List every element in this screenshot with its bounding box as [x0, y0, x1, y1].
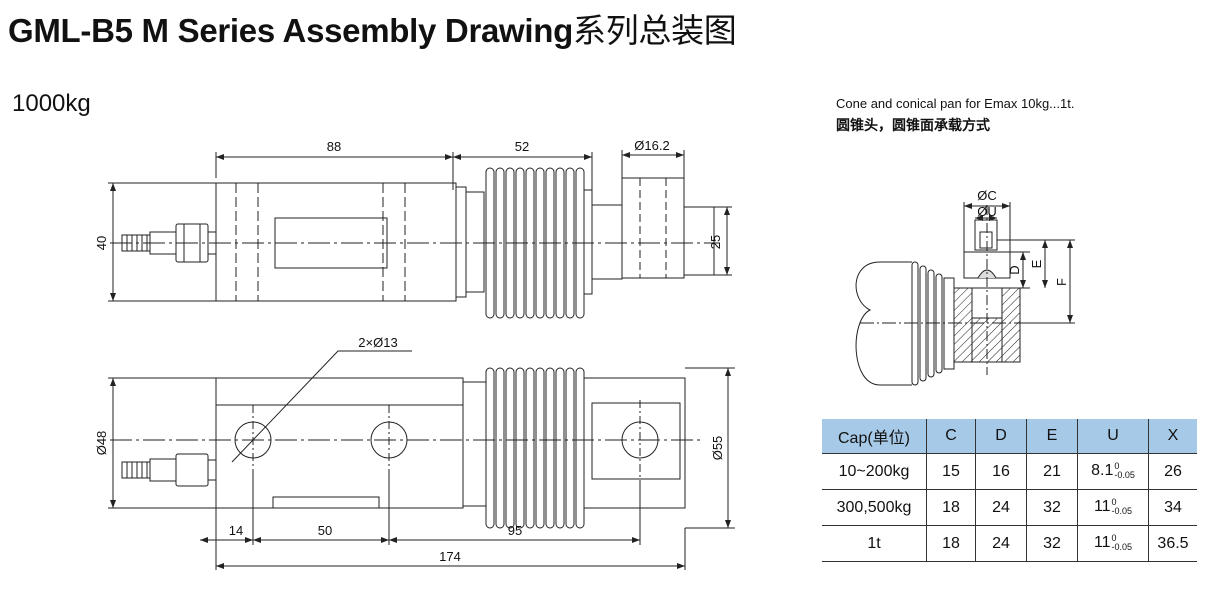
- mount-note-english: Cone and conical pan for Emax 10kg...1t.: [836, 96, 1075, 111]
- label-dia-u: ØU: [977, 204, 997, 219]
- header-e: E: [1026, 419, 1078, 454]
- cell-c: 15: [926, 453, 976, 490]
- u-tolerance: 0-0.05: [1112, 498, 1133, 516]
- cell-e: 32: [1026, 489, 1078, 526]
- label-e: E: [1029, 259, 1044, 268]
- cell-x: 34: [1148, 489, 1197, 526]
- u-tolerance: 0-0.05: [1114, 462, 1135, 480]
- end-block-front: [583, 377, 686, 509]
- dim-25: 25: [708, 235, 723, 249]
- dim-52: 52: [515, 139, 529, 154]
- cell-cap: 300,500kg: [822, 489, 927, 526]
- dim-88: 88: [327, 139, 341, 154]
- tol-upper: 0: [1111, 533, 1117, 544]
- dim-dia-55: Ø55: [710, 436, 725, 461]
- title-chinese: 系列总装图: [573, 11, 737, 50]
- title-english: GML-B5 M Series Assembly Drawing: [8, 12, 573, 49]
- u-value: 8.1: [1091, 462, 1114, 480]
- cell-cap: 1t: [822, 525, 927, 562]
- tol-lower: -0.05: [1111, 506, 1133, 517]
- cell-cap: 10~200kg: [822, 453, 927, 490]
- cell-e: 32: [1026, 525, 1078, 562]
- mount-note-chinese: 圆锥头，圆锥面承载方式: [836, 118, 990, 134]
- cell-e: 21: [1026, 453, 1078, 490]
- cable-connector-front: [121, 453, 217, 487]
- load-cell-body-top: [215, 182, 457, 302]
- tol-lower: -0.05: [1111, 542, 1133, 553]
- header-x: X: [1148, 419, 1197, 454]
- dim-40: 40: [94, 236, 109, 250]
- label-f: F: [1054, 278, 1069, 286]
- u-value: 11: [1093, 534, 1111, 552]
- u-value: 11: [1093, 498, 1111, 516]
- cone-pan-top: [621, 177, 685, 279]
- cone-head: [974, 219, 998, 251]
- cell-d: 24: [975, 489, 1027, 526]
- header-c: C: [926, 419, 976, 454]
- spec-table-header: Cap(单位) C D E U X: [822, 419, 1197, 454]
- capacity-label: 1000kg: [12, 90, 91, 117]
- detail-view: [855, 202, 1075, 386]
- cell-x: 26: [1148, 453, 1197, 490]
- u-tolerance: 0-0.05: [1112, 534, 1133, 552]
- cell-d: 16: [975, 453, 1027, 490]
- cell-d: 24: [975, 525, 1027, 562]
- tol-upper: 0: [1111, 497, 1117, 508]
- cell-c: 18: [926, 489, 976, 526]
- dim-95: 95: [508, 523, 522, 538]
- top-view: [108, 150, 732, 319]
- dim-dia-48: Ø48: [94, 431, 109, 456]
- header-d: D: [975, 419, 1027, 454]
- header-u: U: [1077, 419, 1149, 454]
- dim-174: 174: [439, 549, 461, 564]
- body-slot-front: [272, 496, 380, 509]
- front-view: [108, 350, 735, 570]
- dim-dia-16-2: Ø16.2: [634, 138, 669, 153]
- dim-holes: 2×Ø13: [358, 335, 397, 350]
- cell-c: 18: [926, 525, 976, 562]
- label-d: D: [1007, 265, 1022, 274]
- dim-50: 50: [318, 523, 332, 538]
- label-dia-c: ØC: [977, 188, 997, 203]
- tol-upper: 0: [1114, 461, 1120, 472]
- tol-lower: -0.05: [1114, 470, 1135, 481]
- page-title: GML-B5 M Series Assembly Drawing系列总装图: [8, 4, 737, 52]
- header-cap: Cap(单位): [822, 419, 927, 454]
- bellows-front: [485, 367, 585, 529]
- cell-x: 36.5: [1148, 525, 1197, 562]
- dim-14: 14: [229, 523, 243, 538]
